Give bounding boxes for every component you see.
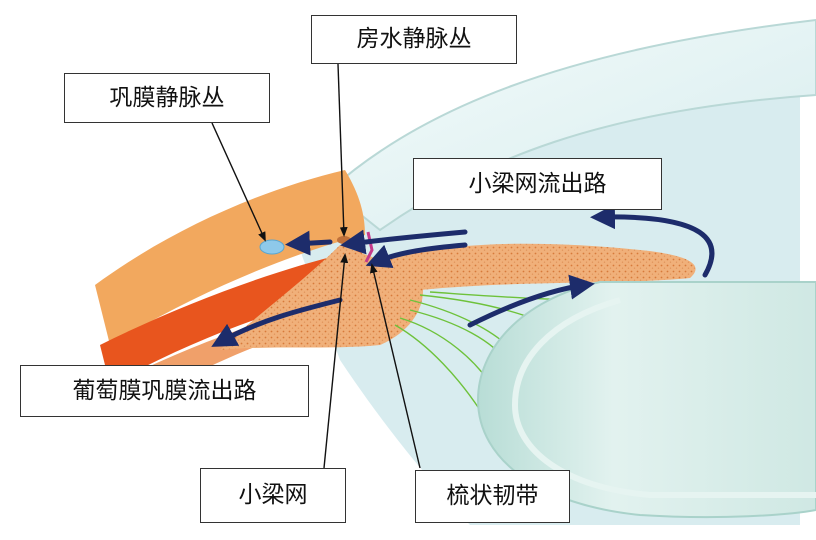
- schlemm-canal: [259, 239, 285, 255]
- label-uveoscleral-outflow: 葡萄膜巩膜流出路: [20, 365, 309, 417]
- iris: [370, 243, 696, 291]
- lens-inner: [511, 297, 816, 498]
- label-trabecular-outflow: 小梁网流出路: [413, 158, 662, 210]
- label-zonule: 梳状韧带: [415, 470, 570, 523]
- pointer-lines: [211, 63, 421, 469]
- sclera: [95, 170, 365, 345]
- label-trabecular-meshwork: 小梁网: [200, 468, 346, 523]
- label-aqueous-vein-plexus: 房水静脉丛: [311, 15, 517, 64]
- label-scleral-vein-plexus: 巩膜静脉丛: [64, 73, 270, 123]
- flow-arrows: [211, 204, 715, 347]
